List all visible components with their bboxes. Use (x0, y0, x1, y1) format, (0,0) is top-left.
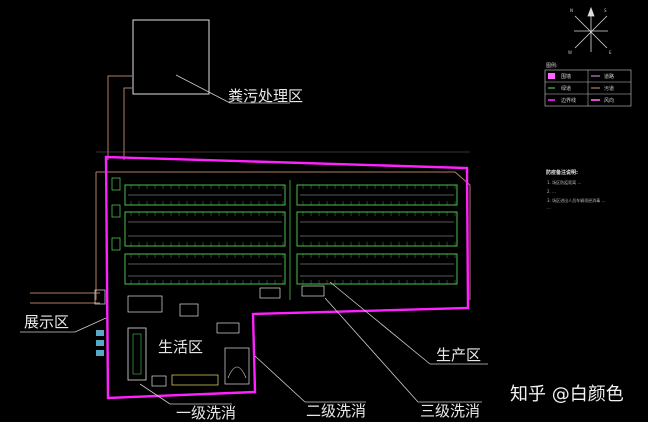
gate-structure (94, 289, 106, 305)
note-line: 2. ... (547, 189, 556, 194)
site-boundary (104, 155, 470, 400)
exhibit-block (96, 350, 104, 356)
legend: 图例: 围墙 道路 绿道 污道 边界线 风向 (544, 62, 632, 107)
living-building-arc (227, 366, 247, 379)
barn (296, 253, 458, 285)
road-to-manure (107, 75, 132, 160)
exhibit-block (96, 330, 104, 336)
zone-label-wash3: 三级洗消 (420, 402, 480, 420)
wash1-leader-line (139, 383, 171, 405)
side-building (111, 204, 121, 218)
side-building (111, 237, 121, 251)
barn-pen-ticks (130, 185, 456, 284)
notes-title: 防疫备注说明: (546, 169, 578, 176)
living-building (127, 327, 147, 381)
side-building (111, 177, 121, 191)
zone-label-production: 生产区 (436, 346, 481, 364)
barns-right (296, 184, 458, 285)
small-structure (179, 303, 199, 317)
compass-label-n: N (570, 8, 573, 13)
compass-label-s: S (604, 8, 607, 13)
barn (296, 211, 458, 247)
exhibit-block (96, 340, 104, 346)
small-structure (127, 295, 163, 313)
watermark: 知乎 @白颜色 (510, 384, 624, 405)
wash2-leader-line (254, 355, 306, 403)
legend-item: 绿道 (561, 85, 571, 92)
small-structure (301, 285, 325, 297)
compass-label-e: E (609, 50, 612, 55)
production-leader-line (329, 281, 431, 365)
zone-label-manure: 粪污处理区 (228, 87, 303, 105)
compass-label-w: W (568, 50, 572, 55)
wash3-leader-line (324, 297, 419, 403)
manure-leader-line (175, 74, 231, 104)
legend-item: 污道 (604, 85, 614, 92)
living-building (224, 347, 250, 385)
zone-label-wash1: 一级洗消 (176, 404, 236, 422)
note-line: 3. 场区进出人员车辆须经消毒 ... (547, 197, 605, 203)
living-building (216, 322, 240, 334)
manure-area-outline (132, 19, 210, 95)
barn (296, 184, 458, 206)
barns-right-inner (300, 194, 454, 277)
legend-item: 风向 (604, 97, 614, 104)
legend-item: 道路 (604, 73, 614, 80)
perimeter-road (95, 171, 471, 300)
legend-item: 边界线 (561, 97, 576, 104)
compass-icon (574, 6, 608, 52)
legend-item: 围墙 (561, 73, 571, 80)
note-line: ... (547, 205, 551, 210)
zone-label-living: 生活区 (158, 338, 203, 356)
note-line: 1. 场区防疫距离 ... (547, 179, 581, 185)
living-building (132, 333, 142, 375)
barn (124, 253, 286, 285)
legend-swatch-wall (548, 73, 555, 79)
zone-label-wash2: 二级洗消 (306, 402, 366, 420)
barns-left-inner (128, 194, 282, 277)
barn (124, 184, 286, 206)
legend-title: 图例: (546, 62, 558, 69)
barns-left (124, 184, 286, 285)
notes: 防疫备注说明: 1. 场区防疫距离 ... 2. ... 3. 场区进出人员车辆… (546, 169, 605, 210)
zone-label-exhibit: 展示区 (24, 313, 69, 331)
entrance-road (30, 292, 100, 304)
barn (124, 211, 286, 247)
small-structure (259, 287, 281, 299)
exhibit-leader-line (74, 317, 107, 333)
living-building (171, 374, 219, 386)
living-building (151, 375, 167, 387)
